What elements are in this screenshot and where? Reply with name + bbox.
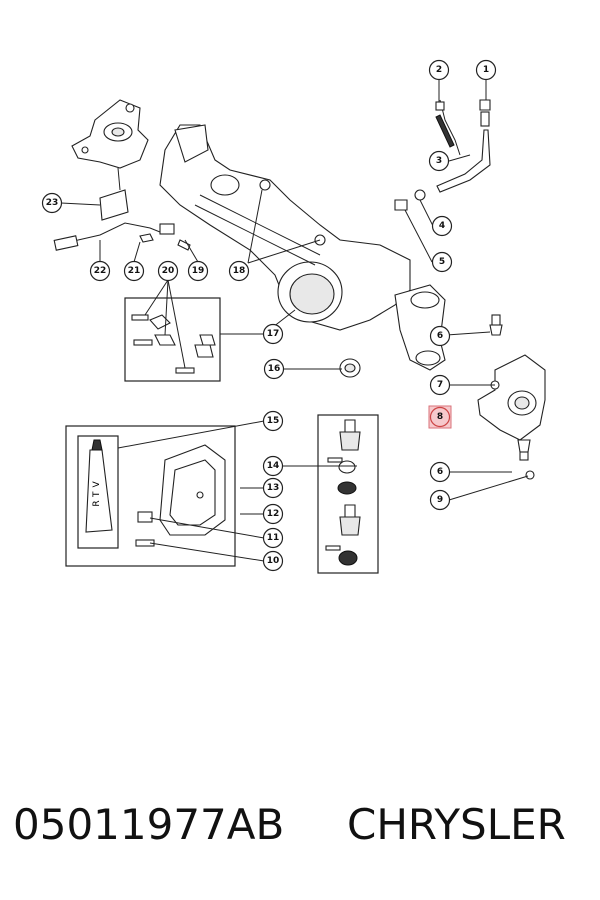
callout-16: 16 [263, 358, 285, 380]
upper-left-knuckle [71, 99, 149, 169]
svg-text:1: 1 [483, 65, 489, 75]
right-knuckle [477, 314, 546, 480]
callout-5: 5 [431, 251, 453, 273]
svg-text:11: 11 [267, 533, 280, 543]
callout-13: 13 [262, 477, 284, 499]
bearing-cap-box [124, 297, 221, 382]
bearing-cap-parts [131, 314, 216, 374]
vent-hose [394, 99, 491, 211]
callout-17: 17 [262, 323, 284, 345]
cover-box [65, 425, 236, 567]
svg-text:17: 17 [267, 329, 280, 339]
callout-6-upper: 6 [429, 325, 451, 347]
rtv-box [77, 435, 119, 549]
callout-23: 23 [41, 192, 63, 214]
svg-text:19: 19 [192, 266, 205, 276]
svg-text:7: 7 [437, 380, 443, 390]
callout-14: 14 [262, 455, 284, 477]
leader-lines [60, 80, 529, 562]
ball-joint-box [317, 414, 379, 574]
callout-6-lower: 6 [429, 461, 451, 483]
abs-sensor-wire [53, 222, 191, 251]
callout-12: 12 [262, 503, 284, 525]
svg-text:18: 18 [233, 266, 246, 276]
callout-22: 22 [89, 260, 111, 282]
callout-19: 19 [187, 260, 209, 282]
svg-text:2: 2 [436, 65, 442, 75]
callout-2: 2 [428, 59, 450, 81]
ball-joint-parts [325, 419, 361, 566]
callout-15: 15 [262, 410, 284, 432]
diff-cover [135, 444, 226, 547]
callout-18: 18 [228, 260, 250, 282]
callout-3: 3 [428, 150, 450, 172]
callout-8: 8 [428, 405, 452, 429]
svg-text:12: 12 [267, 509, 280, 519]
svg-text:13: 13 [267, 483, 280, 493]
svg-text:10: 10 [267, 556, 280, 566]
axle-seal [339, 358, 361, 378]
callout-7: 7 [429, 374, 451, 396]
callout-1: 1 [475, 59, 497, 81]
svg-text:20: 20 [162, 266, 175, 276]
callout-10: 10 [262, 550, 284, 572]
svg-text:4: 4 [439, 221, 445, 231]
svg-text:22: 22 [94, 266, 107, 276]
svg-text:5: 5 [439, 257, 445, 267]
svg-text:14: 14 [267, 461, 280, 471]
brand-name: CHRYSLER [347, 800, 566, 849]
svg-text:15: 15 [267, 416, 280, 426]
axle-housing [159, 124, 446, 371]
parts-diagram: RTV [41, 59, 546, 574]
part-number: 05011977AB [13, 800, 285, 849]
callout-4: 4 [431, 215, 453, 237]
svg-text:6: 6 [437, 467, 443, 477]
svg-text:6: 6 [437, 331, 443, 341]
svg-text:16: 16 [268, 364, 281, 374]
footer: 05011977AB CHRYSLER [0, 800, 600, 860]
svg-text:3: 3 [436, 156, 442, 166]
rtv-tube: RTV [85, 439, 113, 533]
callout-9: 9 [429, 489, 451, 511]
svg-text:21: 21 [128, 266, 141, 276]
callout-11: 11 [262, 527, 284, 549]
rtv-label: RTV [92, 477, 102, 506]
svg-text:23: 23 [46, 198, 59, 208]
svg-text:9: 9 [437, 495, 443, 505]
svg-text:8: 8 [437, 412, 443, 422]
callout-20: 20 [157, 260, 179, 282]
callout-21: 21 [123, 260, 145, 282]
sensor-bracket [99, 167, 129, 221]
